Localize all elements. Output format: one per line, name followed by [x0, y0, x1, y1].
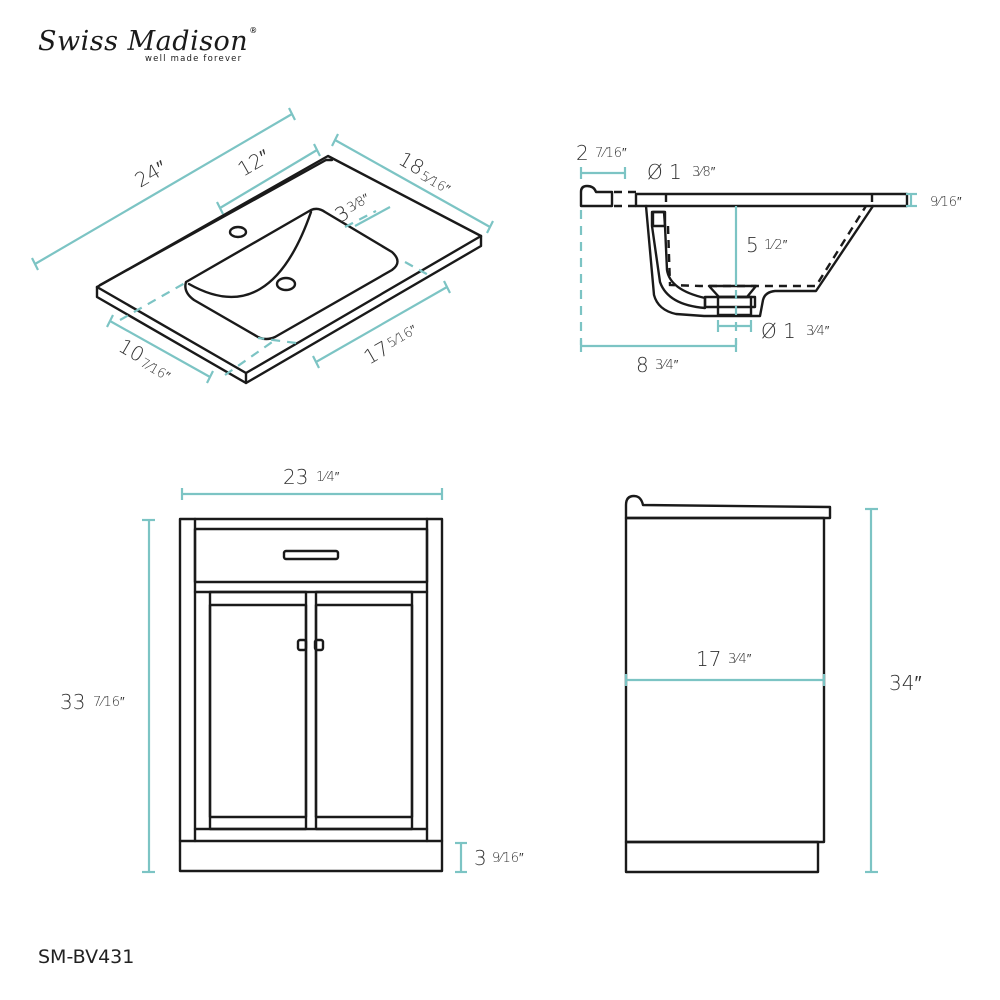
dim-bowl-depth: 5 — [746, 233, 759, 257]
dim-cabinet-height: 33 — [60, 690, 85, 714]
svg-text:3⁄8″: 3⁄8″ — [692, 165, 716, 180]
dim-toe-kick: 3 — [474, 846, 487, 870]
svg-text:1⁄4″: 1⁄4″ — [316, 470, 340, 485]
dim-overall-width: 24″ — [131, 155, 171, 192]
isometric-top-view: 24″ 12″ 18 5⁄16″ 3 3⁄8″ 10 7⁄16″ 17 5⁄16… — [31, 107, 494, 385]
svg-text:5⁄16″: 5⁄16″ — [385, 323, 420, 352]
dim-faucet-center: 12″ — [234, 144, 274, 181]
svg-text:3⁄4″: 3⁄4″ — [655, 358, 679, 373]
dim-drain-offset: 8 — [636, 353, 649, 377]
svg-text:7⁄16″: 7⁄16″ — [595, 146, 627, 161]
model-number: SM-BV431 — [38, 946, 135, 968]
svg-text:1⁄2″: 1⁄2″ — [764, 238, 788, 253]
dim-bowl-length: 17 5⁄16″ — [360, 323, 421, 370]
svg-text:3⁄4″: 3⁄4″ — [728, 652, 752, 667]
dim-cabinet-width: 23 — [283, 465, 308, 489]
svg-text:3⁄4″: 3⁄4″ — [806, 324, 830, 339]
brand-logo: Swiss Madison® well made forever — [38, 26, 258, 64]
front-elevation-view: 23 1⁄4″ 33 7⁄16″ 3 9⁄16″ — [60, 465, 524, 874]
svg-text:9⁄16″: 9⁄16″ — [492, 851, 524, 866]
registered-mark: ® — [249, 26, 258, 35]
side-elevation-view: 17 3⁄4″ 34″ — [624, 494, 922, 874]
svg-text:5⁄16″: 5⁄16″ — [417, 169, 452, 198]
dim-drain-dia: Ø 1 — [761, 319, 796, 343]
svg-text:7⁄16″: 7⁄16″ — [137, 356, 172, 385]
svg-text:7⁄16″: 7⁄16″ — [93, 695, 125, 710]
dim-side-depth: 17 — [696, 647, 721, 671]
brand-tagline: well made forever — [145, 54, 243, 64]
sink-section-view: 2 7⁄16″ Ø 1 3⁄8″ 9⁄16″ 5 1⁄2″ Ø 1 3⁄4″ 8… — [576, 141, 962, 377]
dim-backsplash-offset: 2 — [576, 141, 589, 165]
brand-name: Swiss Madison — [38, 26, 249, 57]
dim-faucet-hole: Ø 1 — [647, 160, 682, 184]
dim-top-thickness: 9⁄16″ — [930, 195, 962, 210]
dim-total-height: 34″ — [889, 671, 922, 695]
